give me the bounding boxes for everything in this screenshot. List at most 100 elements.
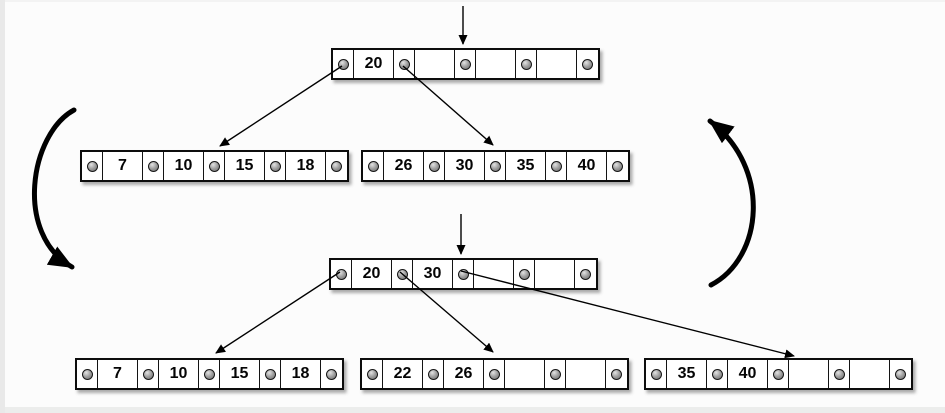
key-cell xyxy=(566,360,606,388)
pointer-cell xyxy=(546,152,567,180)
pointer-dot-icon xyxy=(269,160,281,172)
pointer-dot-icon xyxy=(457,268,469,280)
key-cell: 18 xyxy=(286,152,326,180)
pointer-cell xyxy=(362,360,383,388)
pointer-dot-icon xyxy=(427,368,439,380)
key-cell: 30 xyxy=(413,260,453,288)
key-cell xyxy=(505,360,545,388)
pointer-cell xyxy=(607,152,628,180)
pointer-cell xyxy=(363,152,384,180)
pointer-dot-icon xyxy=(335,268,347,280)
key-cell: 7 xyxy=(103,152,143,180)
pointer-dot-icon xyxy=(772,368,784,380)
pointer-cell xyxy=(575,260,596,288)
pointer-dot-icon xyxy=(580,268,591,280)
pointer-dot-icon xyxy=(86,160,98,172)
pointer-cell xyxy=(453,260,474,288)
pointer-dot-icon xyxy=(81,368,93,380)
pointer-dot-icon xyxy=(208,160,220,172)
key-cell xyxy=(474,260,514,288)
pointer-dot-icon xyxy=(650,368,662,380)
key-cell: 15 xyxy=(225,152,265,180)
pointer-dot-icon xyxy=(367,160,379,172)
pointer-cell xyxy=(514,260,535,288)
pointer-dot-icon xyxy=(264,368,276,380)
pointer-dot-icon xyxy=(398,58,410,70)
key-cell: 10 xyxy=(159,360,199,388)
pointer-cell xyxy=(82,152,103,180)
node-after-child-middle: 22 26 xyxy=(360,358,629,390)
pointer-cell xyxy=(577,50,598,78)
pointer-cell xyxy=(545,360,566,388)
pointer-cell xyxy=(326,152,347,180)
key-cell: 10 xyxy=(164,152,204,180)
pointer-dot-icon xyxy=(582,58,593,70)
pointer-dot-icon xyxy=(203,368,215,380)
pointer-cell xyxy=(204,152,225,180)
pointer-dot-icon xyxy=(895,368,906,380)
pointer-dot-icon xyxy=(611,368,622,380)
key-cell: 40 xyxy=(567,152,607,180)
key-cell xyxy=(537,50,577,78)
pointer-dot-icon xyxy=(337,58,349,70)
pointer-cell xyxy=(606,360,627,388)
pointer-cell xyxy=(646,360,667,388)
transform-arrow-down-icon xyxy=(31,107,77,270)
pointer-dot-icon xyxy=(833,368,845,380)
key-cell xyxy=(789,360,829,388)
node-after-root: 20 30 xyxy=(329,258,598,290)
pointer-dot-icon xyxy=(326,368,337,380)
key-cell: 18 xyxy=(281,360,321,388)
pointer-cell xyxy=(392,260,413,288)
key-cell xyxy=(415,50,455,78)
pointer-cell xyxy=(829,360,850,388)
pointer-dot-icon xyxy=(550,160,562,172)
pointer-dot-icon xyxy=(459,58,471,70)
pointer-dot-icon xyxy=(612,160,623,172)
key-cell: 22 xyxy=(383,360,423,388)
pointer-cell xyxy=(455,50,476,78)
key-cell: 35 xyxy=(506,152,546,180)
pointer-dot-icon xyxy=(489,160,501,172)
node-before-child-left: 7 10 15 18 xyxy=(80,150,349,182)
node-after-child-left: 7 10 15 18 xyxy=(75,358,344,390)
pointer-cell xyxy=(485,152,506,180)
key-cell: 26 xyxy=(384,152,424,180)
pointer-cell xyxy=(143,152,164,180)
pointer-dot-icon xyxy=(396,268,408,280)
key-cell: 7 xyxy=(98,360,138,388)
pointer-cell xyxy=(321,360,342,388)
pointer-cell xyxy=(77,360,98,388)
key-cell xyxy=(850,360,890,388)
pointer-cell xyxy=(331,260,352,288)
pointer-cell xyxy=(199,360,220,388)
pointer-cell xyxy=(138,360,159,388)
pointer-dot-icon xyxy=(520,58,532,70)
pointer-dot-icon xyxy=(331,160,342,172)
pointer-dot-icon xyxy=(549,368,561,380)
pointer-cell xyxy=(394,50,415,78)
key-cell: 15 xyxy=(220,360,260,388)
pointer-arrow-before-left xyxy=(219,65,343,147)
pointer-cell xyxy=(265,152,286,180)
pointer-cell xyxy=(707,360,728,388)
pointer-cell xyxy=(890,360,911,388)
key-cell: 35 xyxy=(667,360,707,388)
key-cell: 26 xyxy=(444,360,484,388)
transform-arrow-up-icon xyxy=(707,118,756,288)
key-cell xyxy=(476,50,516,78)
key-cell xyxy=(535,260,575,288)
pointer-cell xyxy=(516,50,537,78)
key-cell: 40 xyxy=(728,360,768,388)
pointer-dot-icon xyxy=(428,160,440,172)
pointer-cell xyxy=(484,360,505,388)
pointer-cell xyxy=(260,360,281,388)
node-before-root: 20 xyxy=(331,48,600,80)
pointer-dot-icon xyxy=(366,368,378,380)
node-after-child-right: 35 40 xyxy=(644,358,913,390)
pointer-dot-icon xyxy=(518,268,530,280)
pointer-cell xyxy=(333,50,354,78)
pointer-dot-icon xyxy=(488,368,500,380)
pointer-cell xyxy=(768,360,789,388)
